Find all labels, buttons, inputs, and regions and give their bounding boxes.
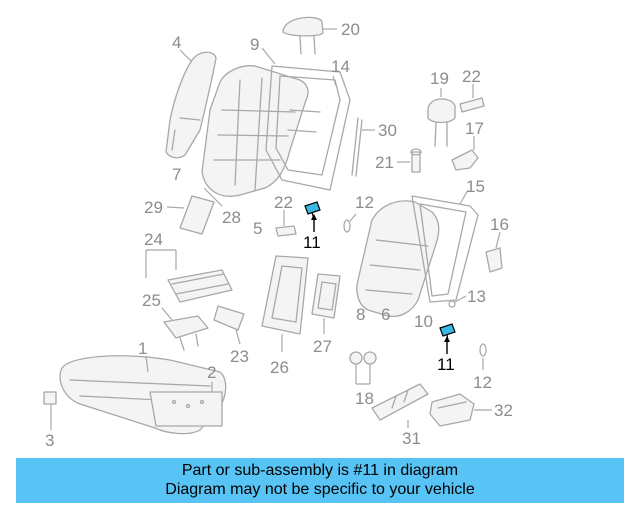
frame-part-27 [311, 273, 341, 319]
callout-1: 1 [138, 339, 147, 358]
callout-12-lower: 12 [473, 373, 492, 392]
callout-9: 9 [250, 35, 259, 54]
callout-20: 20 [341, 20, 360, 39]
cover-part-23 [213, 305, 245, 331]
callout-29: 29 [144, 198, 163, 217]
clip-part-12-upper [343, 219, 351, 233]
info-banner: Part or sub-assembly is #11 in diagram D… [16, 458, 624, 503]
callout-24: 24 [144, 230, 163, 249]
bracket-part-25 [163, 315, 209, 351]
seat-back-part-15 [356, 195, 479, 318]
callout-2: 2 [207, 363, 216, 382]
clip-part-12-lower [479, 343, 487, 357]
callout-8: 8 [356, 305, 365, 324]
rod-part-30 [351, 117, 363, 177]
callout-labels: 20 4 9 14 19 22 30 17 21 7 15 12 29 28 2… [45, 20, 513, 450]
seat-frame-part-14 [265, 65, 351, 191]
guide-part-21 [410, 148, 422, 173]
callout-13: 13 [467, 287, 486, 306]
callout-27: 27 [313, 337, 332, 356]
module-part-32 [429, 393, 475, 427]
callout-22-upper: 22 [462, 67, 481, 86]
callout-6: 6 [381, 305, 390, 324]
callout-26: 26 [270, 358, 289, 377]
bracket-part-16 [485, 247, 503, 273]
callout-19: 19 [430, 69, 449, 88]
guide-part-22-lower [275, 225, 297, 237]
callout-11-lower: 11 [437, 355, 455, 374]
callout-32: 32 [494, 401, 513, 420]
clip-part-3 [43, 391, 57, 405]
callout-3: 3 [45, 431, 54, 450]
callout-10: 10 [414, 312, 433, 331]
callout-5: 5 [253, 219, 262, 238]
cushion-pad-part-24 [167, 269, 233, 303]
side-bolster-part-4 [165, 51, 217, 159]
callout-25: 25 [142, 291, 161, 310]
callout-15: 15 [466, 177, 485, 196]
frame-part-26 [261, 255, 309, 335]
callout-4: 4 [172, 33, 181, 52]
callout-21: 21 [375, 153, 394, 172]
panel-part-29 [179, 195, 215, 235]
seat-cushion-part-1 [59, 355, 227, 435]
clip-part-17 [451, 149, 479, 171]
callout-7: 7 [172, 165, 181, 184]
callout-23: 23 [230, 347, 249, 366]
callout-16: 16 [490, 215, 509, 234]
guide-part-22-upper [459, 97, 485, 113]
callout-30: 30 [378, 121, 397, 140]
callout-22-lower: 22 [274, 193, 293, 212]
banner-line-2: Diagram may not be specific to your vehi… [165, 481, 475, 498]
callout-28: 28 [222, 208, 241, 227]
callout-18: 18 [355, 389, 374, 408]
cover-part-31 [371, 383, 429, 421]
callout-14: 14 [331, 57, 350, 76]
seat-back-part-9 [201, 65, 309, 197]
banner-line-1: Part or sub-assembly is #11 in diagram [181, 462, 459, 479]
knob-part-18 [349, 351, 377, 365]
callout-17: 17 [465, 119, 484, 138]
clip-part-13 [448, 300, 456, 308]
headrest-part-19 [427, 98, 456, 147]
headrest-part-20 [282, 16, 324, 55]
callout-11-upper: 11 [303, 233, 321, 252]
callout-12-upper: 12 [355, 193, 374, 212]
callout-31: 31 [402, 429, 421, 448]
